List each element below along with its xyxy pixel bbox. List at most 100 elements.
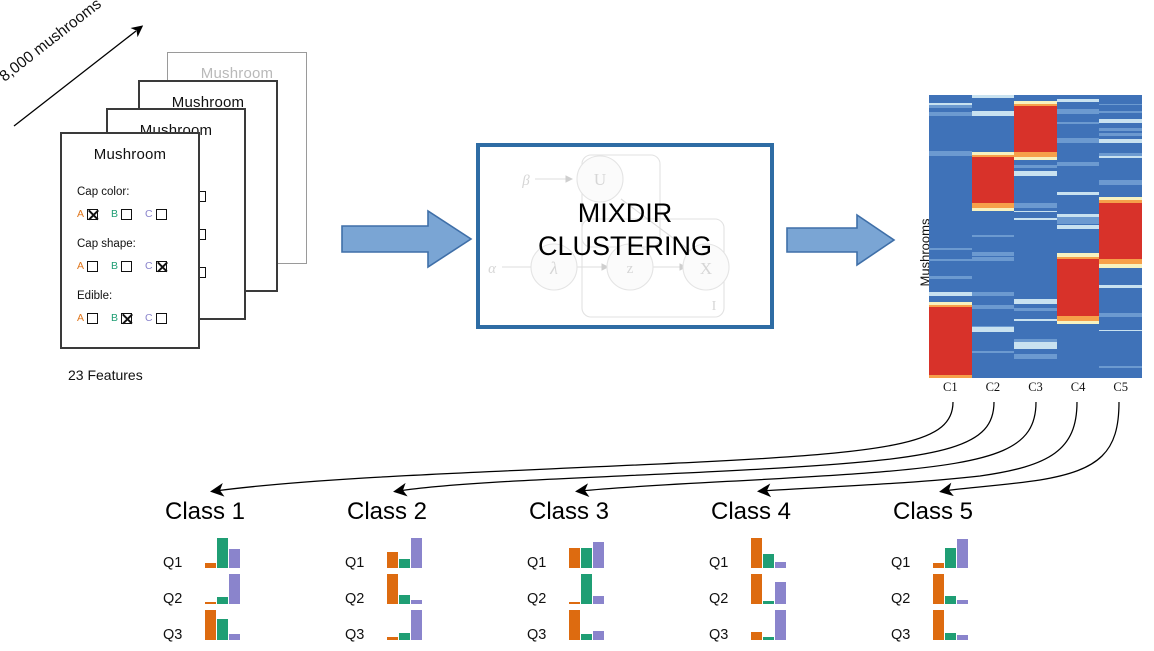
option-letter-a: A (77, 312, 85, 324)
option-letter-c: C (145, 208, 153, 220)
option-letter-c: C (145, 312, 153, 324)
heatmap-block-edge (1014, 103, 1057, 108)
bar-p (229, 634, 240, 640)
question-label: Q3 (891, 626, 911, 643)
heatmap-block-edge (1014, 156, 1057, 161)
heatmap-band (1099, 155, 1142, 158)
heatmap-block-edge (1099, 259, 1142, 265)
option-letter-c: C (145, 260, 153, 272)
checkbox-cap-shape-a[interactable] (87, 260, 99, 272)
svg-text:U: U (594, 170, 606, 189)
bar-t (581, 574, 592, 604)
heatmap-band (971, 234, 1015, 238)
checkbox-cap-color-b[interactable] (121, 208, 133, 220)
heatmap-band (1014, 173, 1057, 176)
bar-t (581, 634, 592, 640)
heatmap-block-edge (1056, 320, 1100, 325)
question-row: Q3 (163, 606, 345, 642)
heatmap-band (1099, 128, 1142, 132)
checkbox-edible-b[interactable] (121, 312, 133, 324)
bar-p (775, 562, 786, 568)
question-bar-chart (387, 572, 422, 604)
class-title: Class 1 (165, 498, 246, 525)
heatmap-block-edge (971, 154, 1015, 159)
heatmap-band (971, 257, 1015, 261)
heatmap-band (1056, 98, 1100, 102)
heatmap-band (1056, 109, 1100, 115)
heatmap-band (1099, 153, 1142, 157)
question-bar-chart (205, 536, 240, 568)
flow-arrow-input (340, 208, 474, 270)
checkbox-cap-color-a[interactable] (87, 208, 99, 220)
checkbox-edible-c[interactable] (155, 312, 167, 324)
heatmap-band (971, 350, 1015, 354)
checkbox-cap-color-c[interactable] (155, 208, 167, 220)
arrow-c4-to-class4 (757, 401, 1078, 498)
question-bar-chart (205, 608, 240, 640)
heatmap-band (1014, 299, 1057, 305)
bar-p (411, 600, 422, 604)
bar-o (387, 574, 398, 604)
question-bar-chart (751, 572, 786, 604)
heatmap-block-edge (929, 304, 972, 309)
bar-t (217, 597, 228, 604)
heatmap-band (1099, 284, 1142, 288)
heatmap-band (1014, 338, 1057, 343)
heatmap-band (971, 111, 1015, 117)
heatmap-band (1014, 210, 1057, 213)
question-bar-chart (933, 572, 968, 604)
heatmap-column-c1 (929, 95, 972, 378)
heatmap-band (1099, 365, 1142, 369)
class-title: Class 3 (529, 498, 610, 525)
checkbox-cap-shape-c[interactable] (155, 260, 167, 272)
heatmap-block-high (1014, 106, 1057, 152)
bar-p (593, 631, 604, 640)
option-letter-b: B (111, 208, 119, 220)
question-bar-chart (387, 536, 422, 568)
model-title-line2: CLUSTERING (537, 231, 713, 261)
heatmap-block-edge (1099, 199, 1142, 205)
cluster-to-class-arrows (210, 401, 1120, 498)
card-title: Mushroom (171, 94, 245, 111)
question-row: Q2 (709, 570, 891, 606)
heatmap-block-edge (1056, 315, 1100, 321)
heatmap-band (1014, 171, 1057, 175)
heatmap-band (1014, 341, 1057, 346)
checkbox-edible-a[interactable] (87, 312, 99, 324)
features-count-label: 23 Features (68, 367, 143, 383)
bar-o (751, 632, 762, 640)
heatmap-block-high (1056, 259, 1100, 316)
heatmap-block-edge (971, 202, 1015, 208)
checkbox-cap-shape-b[interactable] (121, 260, 133, 272)
heatmap-band (971, 291, 1015, 296)
heatmap-band (1099, 133, 1142, 136)
question-label: Q3 (345, 626, 365, 643)
bar-o (569, 601, 580, 604)
heatmap-band (1056, 216, 1100, 220)
option-letter-b: B (111, 312, 119, 324)
heatmap-block-edge (1056, 253, 1100, 257)
question-row: Q1 (163, 534, 345, 570)
bar-o (933, 563, 944, 568)
question-label: Q1 (709, 554, 729, 571)
class-title: Class 2 (347, 498, 428, 525)
svg-text:X: X (700, 259, 712, 278)
bar-t (763, 553, 774, 568)
bar-t (217, 538, 228, 568)
bar-p (775, 582, 786, 604)
heatmap-band (929, 248, 972, 251)
heatmap-band (1014, 307, 1057, 311)
card-title: Mushroom (93, 146, 167, 163)
bar-p (593, 595, 604, 604)
question-row: Q2 (527, 570, 709, 606)
model-title-line1: MIXDIR (577, 198, 673, 228)
feature-label-cap-shape: Cap shape: (77, 238, 136, 250)
bulk-arrow-icon (13, 25, 144, 127)
heatmap-band (929, 275, 972, 279)
heatmap-band (971, 252, 1015, 255)
